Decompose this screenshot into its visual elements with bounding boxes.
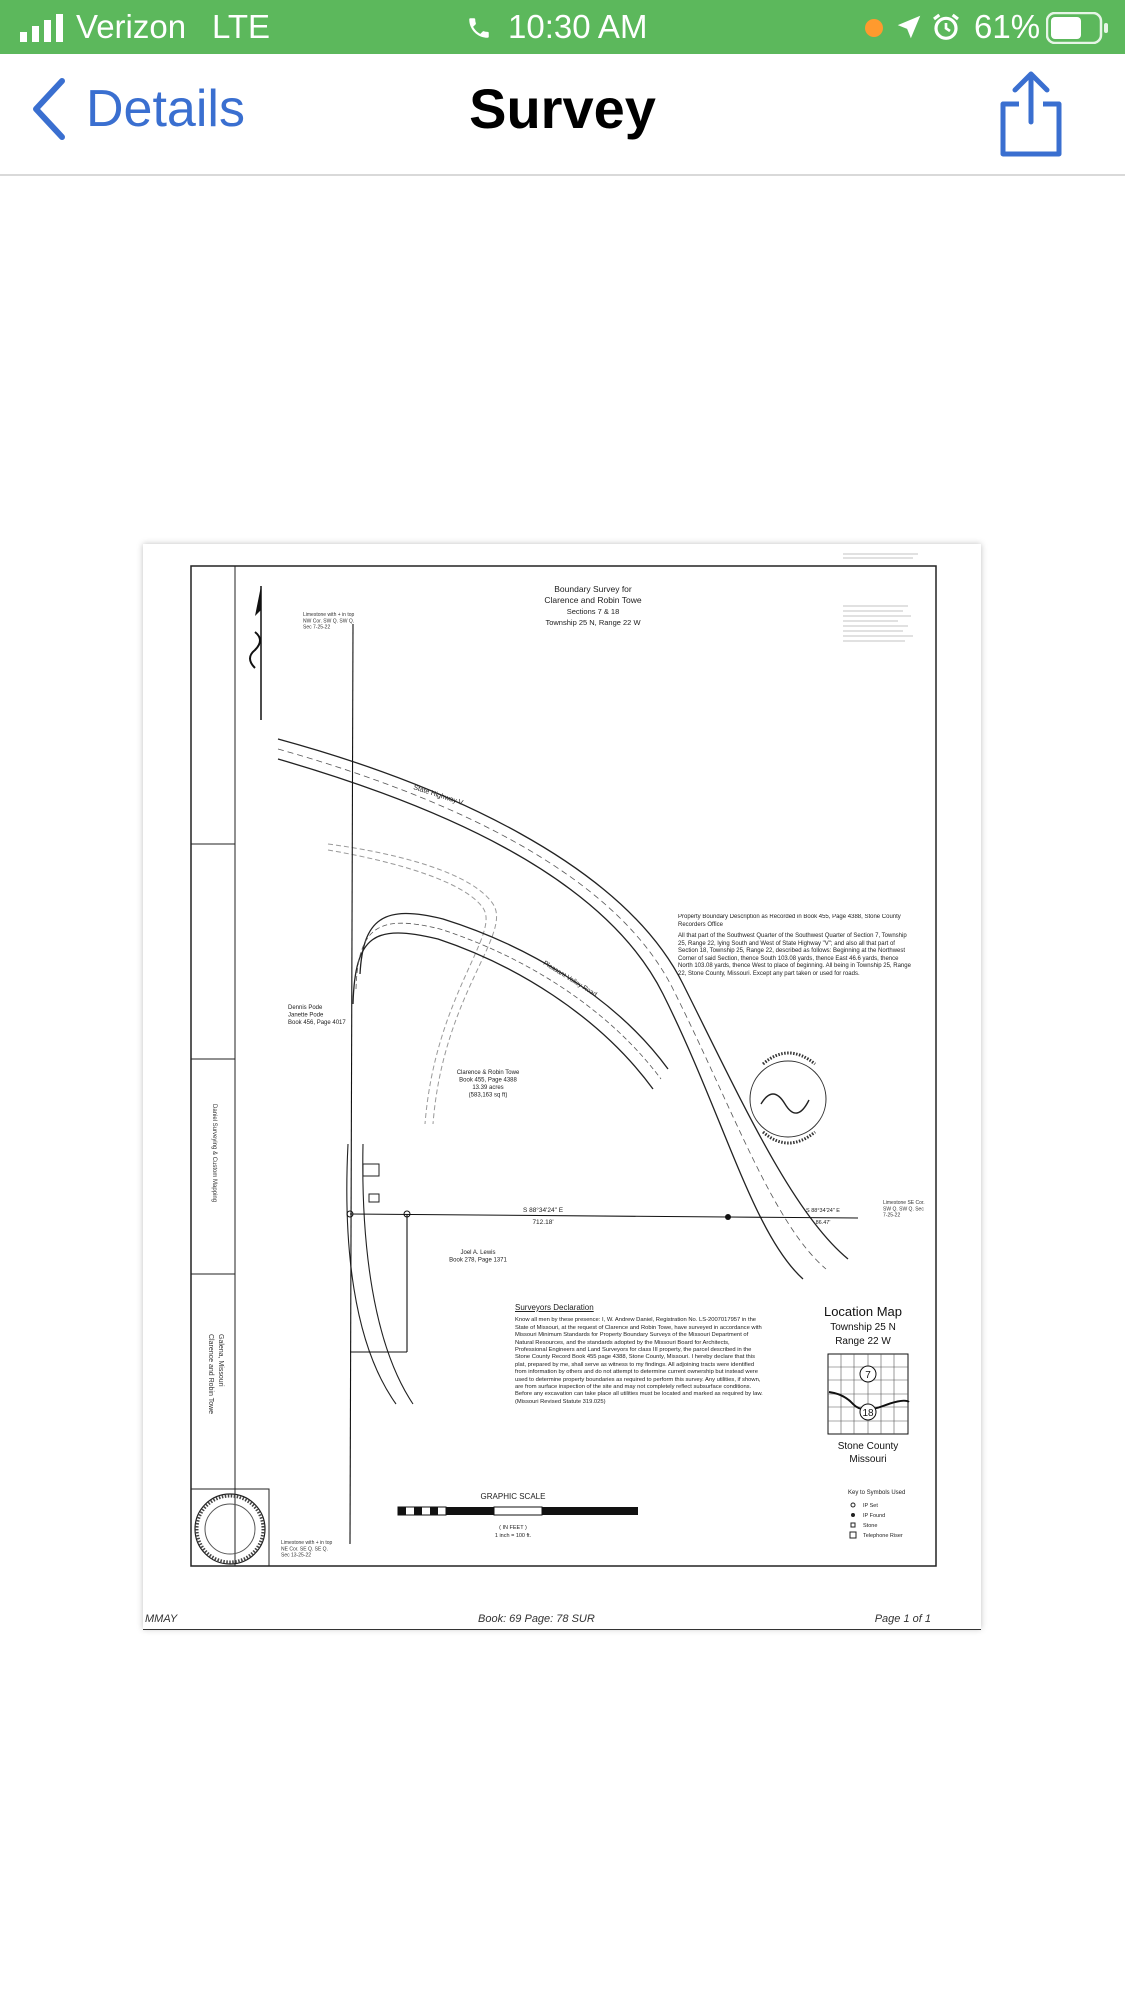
outbuilding-icon xyxy=(362,1163,380,1177)
document-footer: MMAY Book: 69 Page: 78 SUR Page 1 of 1 xyxy=(143,1613,981,1633)
title-block-owner: Clarence and Robin Towe xyxy=(207,1334,214,1414)
back-button[interactable]: Details xyxy=(30,74,245,144)
distance-main: 712.18' xyxy=(532,1219,553,1226)
location-map: Location Map Township 25 N Range 22 W 7 … xyxy=(824,1304,910,1465)
planning-zoning-stamp-icon xyxy=(749,1051,827,1145)
surveyor-seal-icon xyxy=(194,1493,266,1565)
share-button[interactable] xyxy=(995,68,1067,158)
header-line-3: Sections 7 & 18 xyxy=(567,607,620,616)
key-item-stone: Stone xyxy=(863,1523,877,1529)
state-highway-v xyxy=(277,738,849,1280)
header-line-4: Township 25 N, Range 22 W xyxy=(545,618,641,627)
recording-dot-icon xyxy=(865,19,883,37)
back-button-label: Details xyxy=(86,80,245,138)
symbol-key: Key to Symbols Used IP Set IP Found Ston… xyxy=(848,1490,905,1539)
location-map-township: Township 25 N xyxy=(830,1322,896,1333)
share-icon xyxy=(1000,71,1062,157)
location-arrow-icon xyxy=(897,15,921,39)
key-item-ip-found: IP Found xyxy=(863,1513,885,1519)
property-boundary xyxy=(349,623,859,1545)
highway-label: State Highway V xyxy=(412,784,464,807)
north-arrow-icon xyxy=(249,586,262,720)
key-title: Key to Symbols Used xyxy=(848,1490,905,1496)
status-bar: Verizon LTE 10:30 AM 61% xyxy=(0,0,1125,54)
survey-document-page[interactable]: Daniel Surveying & Custom Mapping Claren… xyxy=(143,544,981,1629)
time-label: 10:30 AM xyxy=(508,8,648,45)
location-map-range: Range 22 W xyxy=(835,1336,891,1347)
title-block-strip: Daniel Surveying & Custom Mapping Claren… xyxy=(190,566,270,1567)
phone-icon xyxy=(469,18,489,38)
footer-rule xyxy=(143,1629,981,1630)
chevron-left-icon xyxy=(33,78,65,140)
footer-right: Page 1 of 1 xyxy=(874,1613,931,1625)
key-item-telephone-riser: Telephone Riser xyxy=(863,1533,903,1539)
graphic-scale: GRAPHIC SCALE ( IN FEET ) 1 inch = 100 f… xyxy=(397,1492,638,1539)
footer-left: MMAY xyxy=(145,1613,178,1625)
well-icon xyxy=(368,1193,380,1203)
location-map-title: Location Map xyxy=(824,1304,902,1319)
recording-stamp xyxy=(843,553,918,642)
surveyor-name: Daniel Surveying & Custom Mapping xyxy=(211,1104,217,1202)
section-7-label: 7 xyxy=(865,1370,871,1381)
property-description: Property Boundary Description as Recorde… xyxy=(678,914,911,977)
graphic-scale-title: GRAPHIC SCALE xyxy=(481,1492,546,1501)
survey-plat-drawing: Daniel Surveying & Custom Mapping Claren… xyxy=(190,553,937,1567)
carrier-label: Verizon xyxy=(76,8,187,45)
title-block-place: Galena, Missouri xyxy=(217,1334,224,1387)
navigation-bar: Details Survey xyxy=(0,54,1125,176)
footer-center: Book: 69 Page: 78 SUR xyxy=(478,1613,595,1625)
bearing-main: S 88°34'24" E xyxy=(523,1206,564,1214)
alarm-icon xyxy=(933,13,959,40)
network-label: LTE xyxy=(212,8,271,45)
bearing-east: S 88°34'24" E xyxy=(806,1208,840,1214)
distance-east: 86.47' xyxy=(816,1220,831,1226)
surveyors-declaration: Surveyors Declaration Know all men by th… xyxy=(515,1304,763,1405)
battery-percent: 61% xyxy=(974,8,1041,45)
section-18-label: 18 xyxy=(862,1408,874,1419)
pleasant-valley-road xyxy=(346,912,669,1405)
signal-icon xyxy=(20,14,63,42)
battery-icon xyxy=(1046,12,1108,44)
graphic-scale-ratio: 1 inch = 100 ft. xyxy=(495,1533,532,1539)
header-line-1: Boundary Survey for xyxy=(554,584,632,594)
key-item-ip-set: IP Set xyxy=(863,1503,878,1509)
location-map-county: Stone County xyxy=(838,1441,899,1452)
header-line-2: Clarence and Robin Towe xyxy=(544,595,641,605)
location-map-state: Missouri xyxy=(849,1454,886,1465)
graphic-scale-units: ( IN FEET ) xyxy=(499,1525,527,1531)
